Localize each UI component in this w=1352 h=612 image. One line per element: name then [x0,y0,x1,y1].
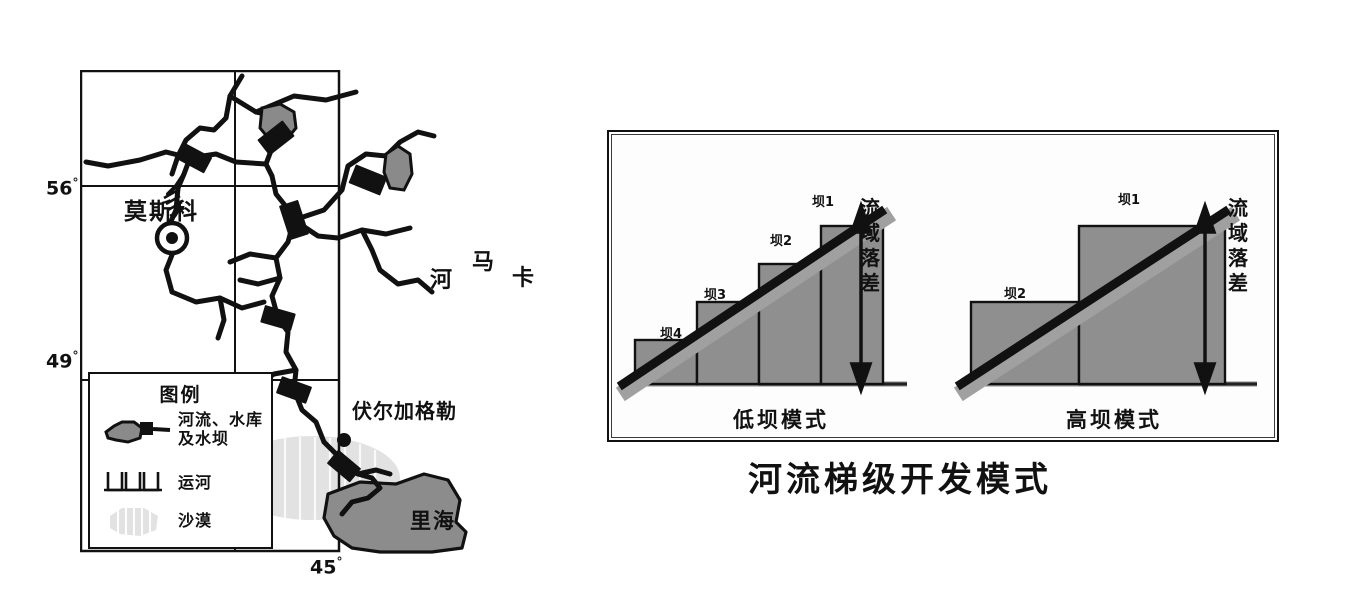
canal-icon [163,188,185,218]
basin-head-label-high: 流域落差 [1228,196,1248,295]
desert-icon [110,507,158,537]
dam-icon-group [176,120,388,483]
legend-label-desert: 沙漠 [178,511,213,530]
label-kama-river: 河 马 卡 [430,240,550,310]
label-caspian-sea: 里海 [410,509,456,533]
legend-label-reservoir: 河流、水库及水坝 [178,410,264,448]
dam-tag-high-1: 坝1 [1118,193,1141,208]
head-arrow-low [849,200,873,396]
label-moscow: 莫斯科 [124,199,199,225]
city-dot-icon [337,433,351,447]
map-legend: 图例 河流、水库及水坝 运河 [88,372,273,549]
latitude-label-49: 49° [46,349,79,373]
dam-tag-low-2: 坝2 [770,234,793,249]
legend-label-canal: 运河 [178,473,213,492]
reservoir-icon [258,102,414,192]
kama-char-2: 马 [472,250,495,275]
low-dam-schematic [615,200,907,402]
caspian-sea-area [322,472,468,554]
figure-caption: 河流梯级开发模式 [748,460,1052,500]
legend-title: 图例 [159,384,202,406]
canal-icon [104,472,162,492]
reservoir-dam-icon [104,420,171,444]
degree-symbol: ° [72,349,79,363]
map-frame [80,70,341,553]
label-volgograd: 伏尔加格勒 [352,399,457,423]
cascade-development-diagram [607,130,1279,442]
capital-circle-icon [154,220,190,256]
degree-symbol: ° [336,555,343,569]
dam-tag-low-1: 坝1 [812,195,835,210]
diagram-graphics [615,200,1257,402]
caption-high-dam-mode: 高坝模式 [1066,408,1162,432]
legend-item-reservoir: 河流、水库及水坝 [90,410,271,450]
legend-item-desert: 沙漠 [90,504,271,544]
basin-head-label-low: 流域落差 [860,196,880,295]
dam-tag-high-2: 坝2 [1004,287,1027,302]
kama-char-3: 卡 [512,266,535,291]
dam-tag-low-4: 坝4 [660,327,683,342]
dam-tag-low-3: 坝3 [704,288,727,303]
high-dam-schematic [953,200,1257,402]
caption-low-dam-mode: 低坝模式 [733,408,829,432]
kama-char-1: 河 [430,268,453,293]
degree-symbol: ° [72,176,79,190]
latitude-label-56: 56° [46,176,79,200]
longitude-label-45: 45° [310,555,343,579]
head-arrow-high [1193,200,1217,396]
legend-item-canal: 运河 [90,466,271,506]
